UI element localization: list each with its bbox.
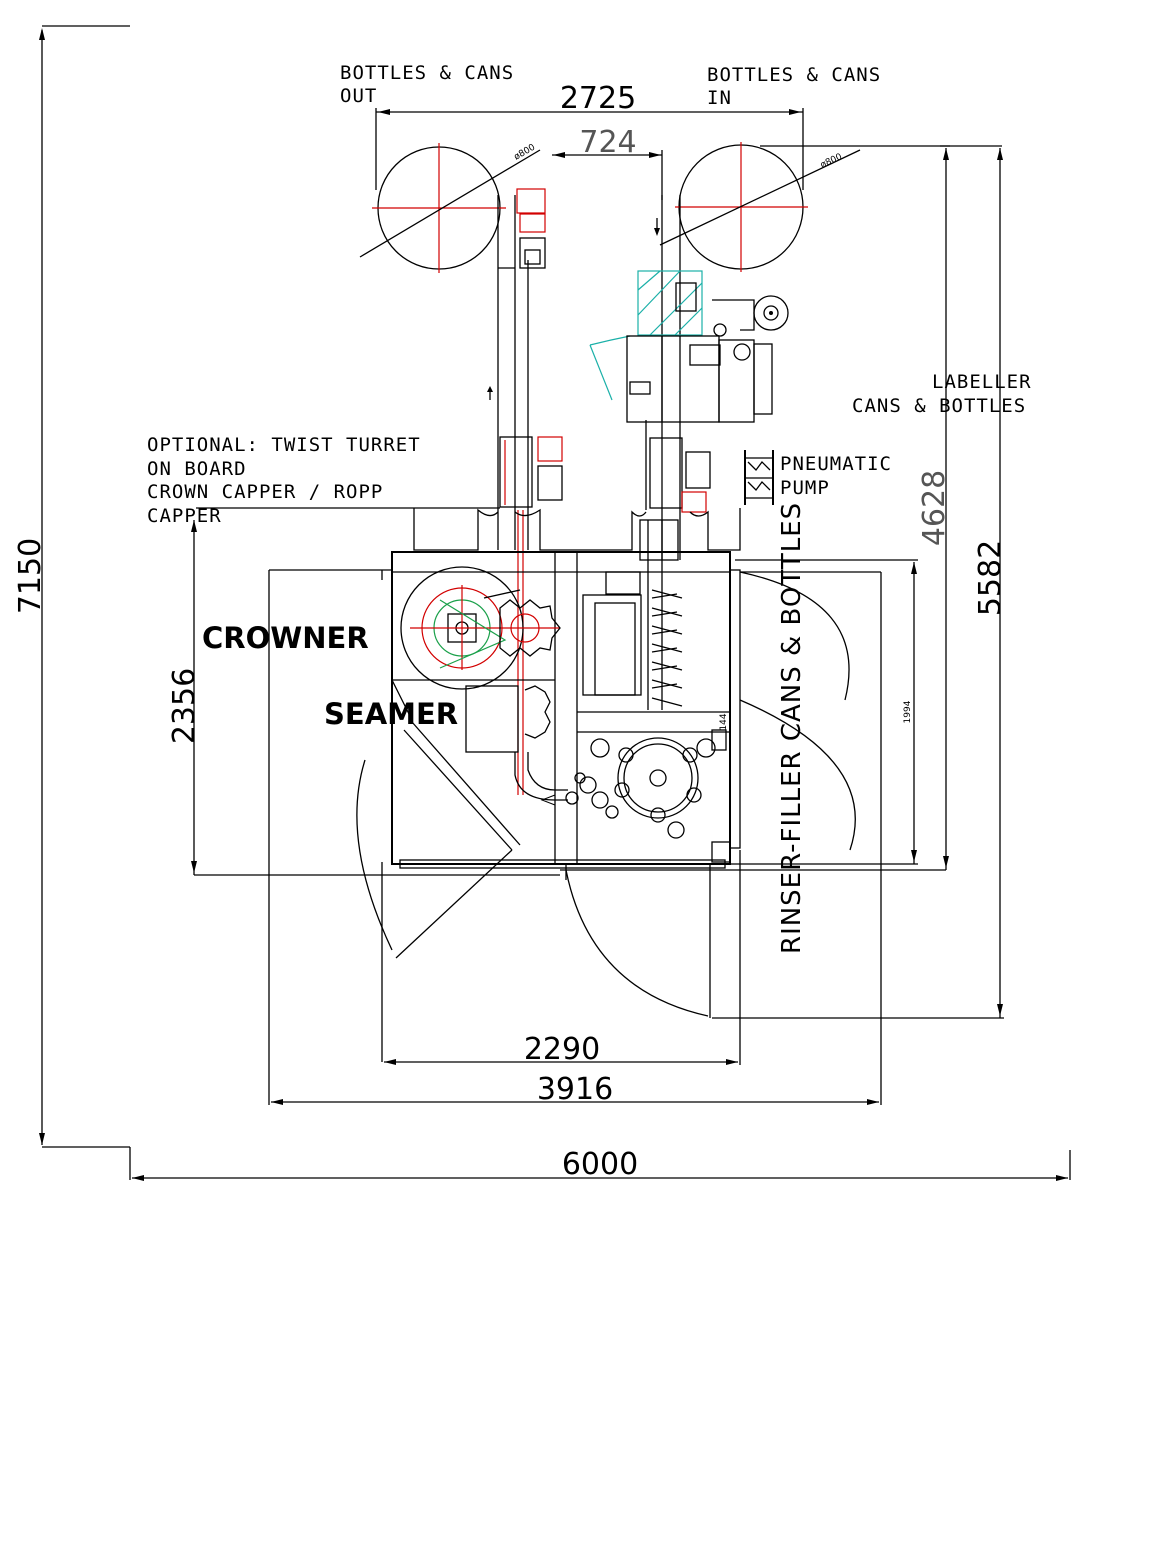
dimension-left-height: 2356	[167, 668, 202, 744]
dimension-6000: 6000	[129, 1147, 1071, 1182]
label-optional-line3: CROWN CAPPER / ROPP	[147, 481, 383, 503]
dimension-inner-height: 1994	[903, 700, 913, 723]
label-out-line2: OUT	[340, 85, 377, 107]
label-in-line2: IN	[707, 87, 732, 109]
crowner-turret	[400, 566, 561, 690]
dimension-conveyor-span: 2725	[560, 81, 636, 116]
label-pneumatic-line1: PNEUMATIC	[780, 453, 892, 475]
dimension-4628: 4628	[760, 145, 952, 870]
label-optional-line4: CAPPER	[147, 505, 222, 527]
rinser-filler-carousel	[565, 520, 731, 863]
seamer-turret	[465, 685, 568, 806]
dimension-overall-height: 7150	[13, 538, 48, 614]
dimension-small: 144	[719, 713, 729, 730]
labeller-unit	[589, 270, 789, 423]
machine-frame	[391, 508, 741, 869]
turntable-in-diameter: ø800	[819, 152, 844, 171]
dimension-2725: 2725	[375, 81, 804, 190]
dimension-1994: 1994 144	[719, 559, 918, 865]
label-out-line1: BOTTLES & CANS	[340, 62, 514, 84]
dimension-overall-width: 6000	[562, 1147, 638, 1182]
label-crowner: CROWNER	[202, 621, 369, 655]
label-optional-line1: OPTIONAL: TWIST TURRET	[147, 434, 421, 456]
label-labeller-line2: CANS & BOTTLES	[852, 395, 1026, 417]
dimension-2356: 2356	[167, 520, 946, 876]
pneumatic-pump-icon	[744, 450, 774, 505]
label-rinser-filler: RINSER-FILLER CANS & BOTTLES	[777, 502, 807, 954]
dimension-door-width: 3916	[537, 1072, 613, 1107]
label-optional-line2: ON BOARD	[147, 458, 247, 480]
label-labeller-line1: LABELLER	[932, 371, 1032, 393]
label-seamer: SEAMER	[324, 697, 458, 731]
dimension-base-width: 2290	[524, 1032, 600, 1067]
dimension-2290: 2290	[384, 850, 741, 1067]
turntable-in: ø800	[659, 142, 861, 272]
turntable-out: ø800	[359, 142, 541, 273]
dimension-724: 724	[552, 125, 663, 200]
dimension-conveyor-gap: 724	[579, 125, 636, 160]
label-pneumatic-line2: PUMP	[780, 477, 830, 499]
dimension-labeller-height: 4628	[917, 470, 952, 546]
dimension-3916: 3916	[271, 1072, 879, 1107]
dimension-5582: 5582	[712, 145, 1008, 1019]
label-in-line1: BOTTLES & CANS	[707, 64, 881, 86]
dimension-7150: 7150	[13, 25, 130, 1148]
outfeed-conveyor	[487, 188, 563, 795]
dimension-right-height: 5582	[973, 540, 1008, 616]
door-swing-left	[268, 569, 521, 1105]
infeed-conveyor	[639, 195, 711, 561]
door-swing-right	[565, 571, 882, 1105]
